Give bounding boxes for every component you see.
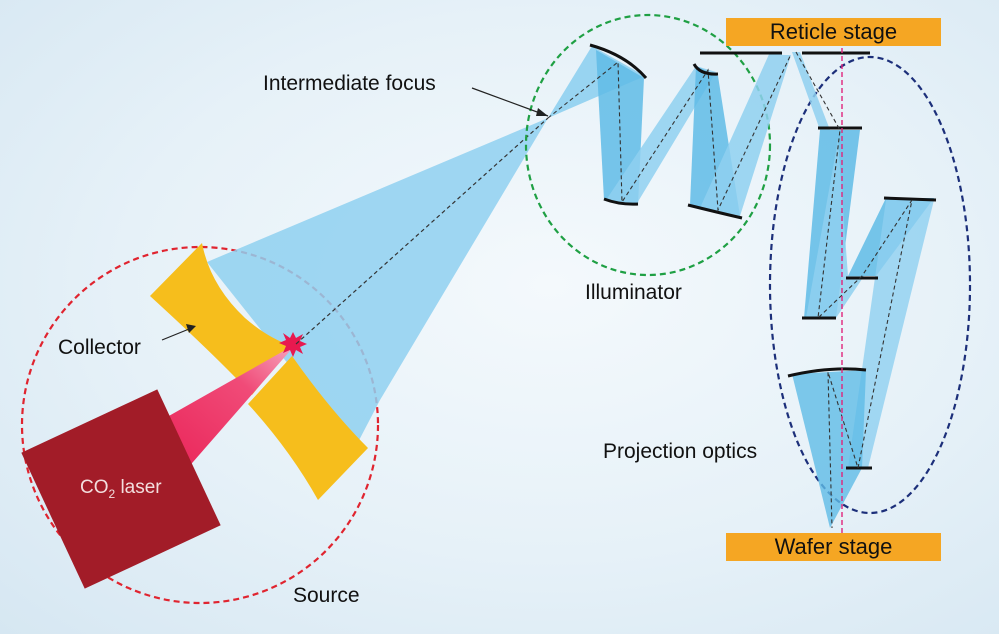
projection-mirror-4 <box>883 196 937 202</box>
collector-arrowhead <box>186 324 196 333</box>
co2-laser-label: CO2 laser <box>80 477 162 501</box>
illuminator-axis <box>547 51 793 213</box>
plasma-spark <box>279 332 307 357</box>
wafer-stage-label: Wafer stage <box>774 534 893 559</box>
reticle-stage: Reticle stage <box>726 18 941 46</box>
projection-beam-3 <box>806 140 864 318</box>
illuminator-label: Illuminator <box>585 281 682 304</box>
collector-mirror-upper <box>150 243 292 395</box>
projection-mirror-5 <box>787 367 867 378</box>
illuminator-mirror-3 <box>692 63 719 76</box>
projection-optics-boundary <box>768 55 972 515</box>
source-label: Source <box>293 584 360 607</box>
projection-beam-5 <box>848 200 934 468</box>
projection-optics-label: Projection optics <box>603 440 758 463</box>
intermediate-focus-label: Intermediate focus <box>263 72 436 95</box>
illuminator-mirror-1 <box>589 43 648 79</box>
illuminator-beam-5 <box>700 52 792 216</box>
illuminator-beam-1 <box>548 46 645 118</box>
reticle-stage-label: Reticle stage <box>769 19 898 44</box>
projection-beam-6 <box>792 370 866 528</box>
illuminator-mirror-4 <box>687 203 743 220</box>
collector-mirror-lower <box>248 356 368 500</box>
intermediate-focus-arrowhead <box>536 108 548 116</box>
projection-axis <box>795 51 913 529</box>
wafer-stage: Wafer stage <box>726 533 941 561</box>
source-optical-axis <box>295 117 549 345</box>
illuminator-mirror-2 <box>603 197 639 206</box>
projection-beam-1 <box>792 52 830 130</box>
collector-label: Collector <box>58 336 141 359</box>
source-boundary-circle <box>20 245 380 605</box>
intermediate-focus-leader <box>471 87 549 117</box>
illuminator-boundary <box>524 13 772 277</box>
